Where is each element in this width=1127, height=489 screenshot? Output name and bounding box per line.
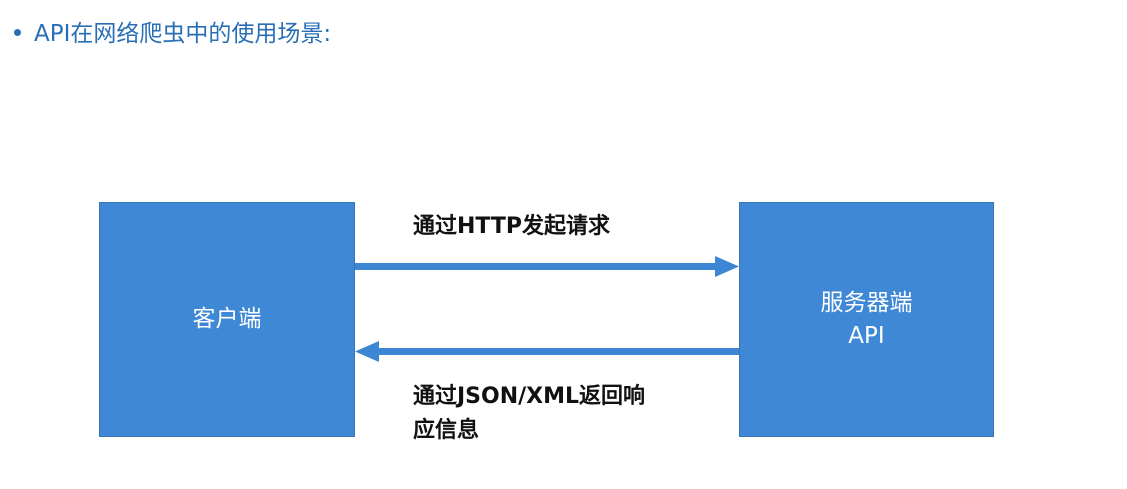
request-arrow [355,256,739,277]
client-box: 客户端 [99,202,355,437]
server-label-line1: 服务器端 [820,289,913,316]
request-label: 通过HTTP发起请求 [413,214,611,239]
client-label: 客户端 [192,306,262,332]
server-api-box: 服务器端 API [739,202,994,437]
heading-text: API在网络爬虫中的使用场景: [34,21,332,47]
bullet-icon [14,28,21,36]
response-arrow [355,341,739,362]
slide-heading: API在网络爬虫中的使用场景: [14,14,331,48]
response-label: 通过JSON/XML返回响 应信息 [413,380,645,448]
server-label-line2: API [848,322,885,349]
response-label-line1: 通过JSON/XML返回响 [413,384,646,409]
response-label-line2: 应信息 [413,418,480,443]
